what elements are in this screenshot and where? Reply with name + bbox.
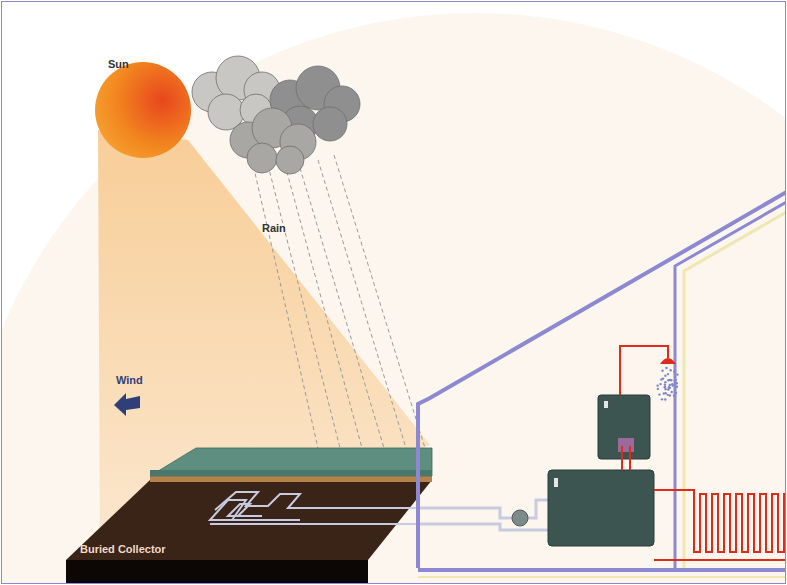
water-drop	[673, 394, 675, 396]
heat-pump-unit	[548, 470, 654, 546]
heat-exchanger	[618, 438, 634, 452]
water-drop	[659, 383, 661, 385]
ground-front	[66, 560, 368, 584]
wind-arrow	[114, 393, 140, 416]
water-drop	[663, 392, 665, 394]
water-drop	[656, 384, 658, 386]
sun-disc	[95, 62, 191, 158]
water-drop	[657, 388, 659, 390]
water-drop	[669, 369, 671, 371]
ground-top	[66, 480, 432, 560]
collector-coil	[210, 492, 420, 524]
water-drop	[676, 373, 678, 375]
water-drop	[674, 379, 676, 381]
water-drop	[664, 381, 666, 383]
water-drop	[658, 393, 660, 395]
water-drop	[673, 370, 675, 372]
scene-label: Sun	[108, 58, 129, 70]
hot-water-pipes	[620, 346, 668, 470]
water-drop	[664, 386, 666, 388]
water-drop	[664, 375, 666, 377]
scene-label: Rain	[262, 222, 286, 234]
water-drop	[665, 367, 667, 369]
house-outline	[418, 190, 786, 577]
water-drop	[671, 391, 673, 393]
floor-heating-loop	[654, 490, 786, 560]
water-drop	[664, 386, 666, 388]
water-drop	[670, 379, 672, 381]
water-drop	[676, 386, 678, 388]
water-drop	[664, 398, 666, 400]
ground-pipes	[420, 500, 548, 530]
tank-indicator	[604, 401, 608, 408]
circulation-pump	[512, 510, 528, 526]
water-drop	[668, 386, 670, 388]
shower-water	[656, 367, 678, 401]
water-drop	[664, 383, 666, 385]
water-tank	[598, 395, 650, 459]
ground-label: Buried Collector	[80, 543, 166, 555]
water-drop	[669, 384, 671, 386]
water-drop	[662, 377, 664, 379]
unit-indicator	[554, 478, 558, 487]
water-drop	[667, 373, 669, 375]
sky-disc	[1, 13, 786, 584]
clouds	[192, 56, 360, 174]
grass-top	[150, 448, 432, 476]
water-drop	[661, 398, 663, 400]
water-drop	[667, 394, 669, 396]
scene-label: Wind	[116, 374, 143, 386]
shower-head	[660, 358, 676, 364]
soil-layer	[150, 476, 432, 482]
rain-lines	[252, 155, 425, 448]
water-drop	[667, 388, 669, 390]
water-drop	[675, 392, 677, 394]
water-drop	[661, 370, 663, 372]
water-drop	[669, 394, 671, 396]
grass-edge	[150, 470, 432, 476]
water-drop	[676, 382, 678, 384]
water-drop	[671, 384, 673, 386]
